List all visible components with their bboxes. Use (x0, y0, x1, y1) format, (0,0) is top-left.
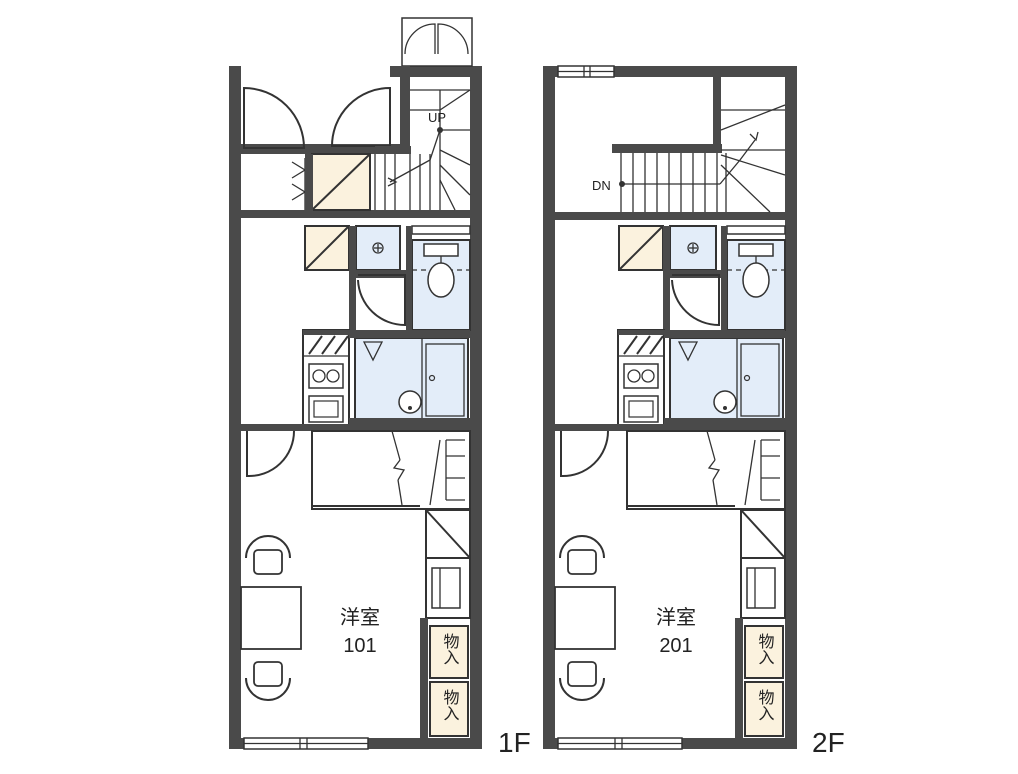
entrance-double-door (401, 17, 473, 67)
dining-table (240, 586, 302, 650)
hall-wall (241, 144, 405, 154)
room-door-swing (560, 430, 610, 478)
washbasin-unit (669, 225, 717, 271)
folding-door (291, 158, 307, 210)
storage-label: 物入 (441, 689, 460, 721)
staircase-2f: DN (592, 104, 786, 213)
bathroom-unit (664, 330, 785, 426)
window-top (557, 65, 615, 78)
chair (245, 661, 291, 701)
kitchen-counter (617, 329, 665, 427)
floor-label: 2F (812, 727, 845, 758)
washroom-door-swing (357, 274, 406, 327)
mid-wall (555, 424, 618, 431)
outer-wall-left (229, 66, 241, 749)
chair (559, 535, 605, 575)
storage-closet-1: 物入 (744, 625, 784, 679)
room-type-label: 洋室 (656, 606, 696, 629)
room-type-label: 洋室 (340, 606, 380, 629)
storage-label: 物入 (756, 689, 775, 721)
toilet-room (726, 225, 786, 331)
washbasin-unit (355, 225, 401, 271)
window-bottom (557, 737, 683, 750)
closet-sliding (626, 430, 786, 510)
storage-closet-2: 物入 (429, 681, 469, 737)
upper-divider (241, 210, 470, 218)
window-bottom (243, 737, 369, 750)
appliance-space (740, 509, 786, 619)
storage-label: 物入 (441, 633, 460, 665)
storage-label: 物入 (756, 633, 775, 665)
floor-label: 1F (498, 727, 531, 758)
room-number-label: 101 (343, 635, 376, 657)
kitchen-counter (302, 329, 350, 427)
toilet-room (411, 225, 471, 331)
storage-closet-1: 物入 (429, 625, 469, 679)
chair (559, 661, 605, 701)
floor-plan-1f: UP (229, 17, 531, 758)
dining-table (554, 586, 616, 650)
outer-wall-left (543, 66, 555, 749)
stair-label: DN (592, 178, 611, 193)
floor-plan-2f: DN (543, 65, 845, 758)
door-swing-2 (330, 86, 391, 147)
appliance-space (425, 509, 471, 619)
room-door-swing (246, 430, 296, 478)
bathroom-unit (349, 330, 470, 426)
outer-wall-right (470, 66, 482, 749)
stair-wall (400, 66, 410, 146)
chair (245, 535, 291, 575)
staircase-1f: UP (374, 89, 471, 211)
outer-wall-top (543, 66, 797, 77)
outer-wall-right (785, 66, 797, 749)
room-number-label: 201 (659, 635, 692, 657)
storage-closet-2: 物入 (744, 681, 784, 737)
closet-sliding (311, 430, 471, 510)
stair-label: UP (428, 110, 446, 125)
washroom-door-swing (671, 274, 720, 327)
outer-wall-top (390, 66, 482, 77)
door-swing-1 (243, 86, 306, 149)
mid-wall (241, 424, 303, 431)
